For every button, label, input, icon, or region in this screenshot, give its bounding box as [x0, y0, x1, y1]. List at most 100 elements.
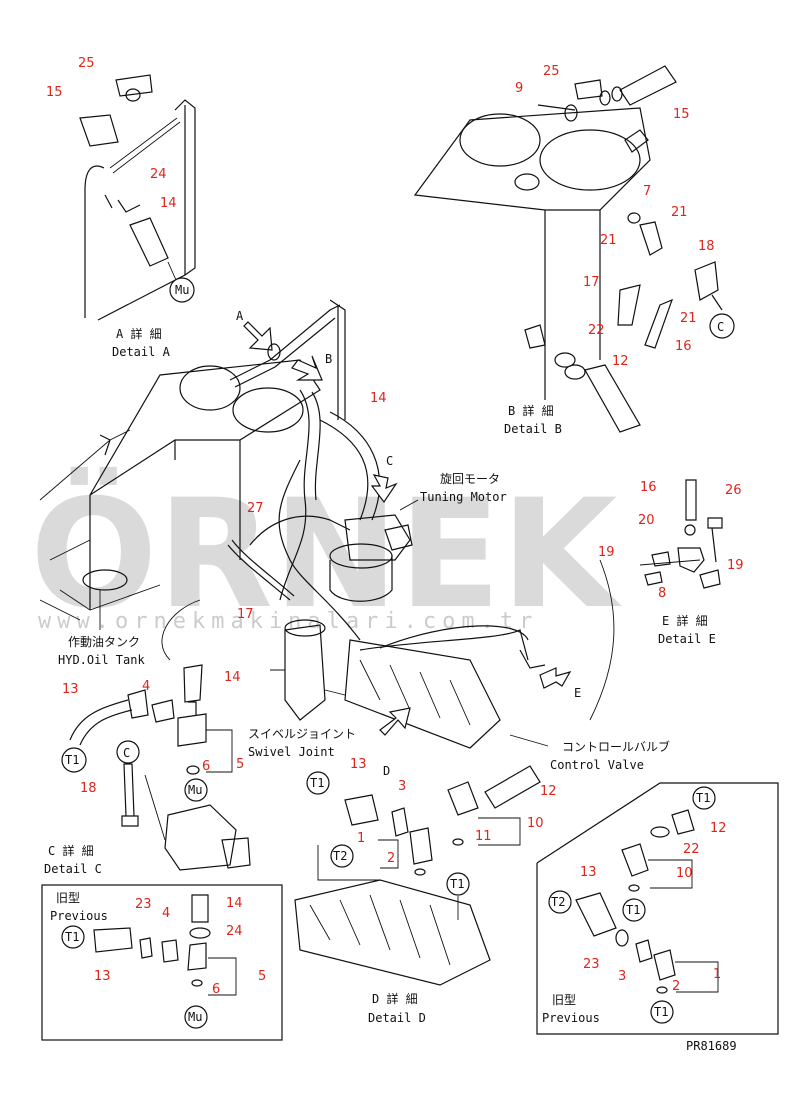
tag-t2-d: T2: [333, 849, 347, 863]
part-number-27: 27: [247, 501, 264, 516]
part-number-1d: 1: [357, 831, 365, 846]
part-number-16e: 16: [640, 480, 657, 495]
part-number-24p: 24: [226, 924, 243, 939]
part-number-14: 14: [160, 196, 177, 211]
tag-mu-c: Mu: [188, 783, 202, 797]
detail-c-title-jp: C 詳 細: [48, 843, 94, 858]
part-number-24: 24: [150, 167, 167, 182]
part-number-2p: 2: [672, 979, 680, 994]
part-number-4c: 4: [142, 679, 150, 694]
view-letter-d: D: [383, 764, 390, 778]
part-number-23p: 23: [135, 897, 152, 912]
part-number-22p: 22: [683, 842, 700, 857]
part-number-10p: 10: [676, 866, 693, 881]
view-letter-e: E: [574, 686, 581, 700]
part-number-14c: 14: [224, 670, 241, 685]
previous-d-label-en: Previous: [542, 1011, 600, 1025]
part-number-26: 26: [725, 483, 742, 498]
turning-motor-label-en: Tuning Motor: [420, 490, 507, 504]
part-number-7: 7: [643, 184, 651, 199]
drawing-code: PR81689: [686, 1039, 737, 1053]
part-number-25: 25: [78, 56, 95, 71]
part-number-20: 20: [638, 513, 655, 528]
part-number-17b: 17: [583, 275, 600, 290]
detail-b-title-jp: B 詳 細: [508, 403, 554, 418]
part-number-3d: 3: [398, 779, 406, 794]
part-number-5p: 5: [258, 969, 266, 984]
watermark: ÖRNEK www.ornekmakinalari.com.tr: [30, 466, 622, 642]
detail-e-title-jp: E 詳 細: [662, 613, 708, 628]
tag-t1-d1: T1: [310, 776, 324, 790]
previous-c-box: 旧型 Previous T1 Mu 23 4 14 24 5 6 13: [41, 884, 283, 1041]
tag-c-c: C: [123, 746, 130, 760]
part-number-14-main: 14: [370, 391, 387, 406]
part-number-18c: 18: [80, 781, 97, 796]
detail-b-title-en: Detail B: [504, 422, 562, 436]
view-letter-a: A: [236, 309, 244, 323]
part-number-18b: 18: [698, 239, 715, 254]
part-number-5c: 5: [236, 757, 244, 772]
part-number-10d: 10: [527, 816, 544, 831]
part-number-13c: 13: [62, 682, 79, 697]
swivel-joint-label-jp: スイベルジョイント: [248, 727, 356, 741]
part-number-13d: 13: [350, 757, 367, 772]
watermark-brand: ÖRNEK: [30, 466, 622, 642]
part-number-13pd: 13: [580, 865, 597, 880]
tag-c-b: C: [717, 320, 724, 334]
part-number-21c: 21: [680, 311, 697, 326]
part-number-12b: 12: [612, 354, 629, 369]
part-number-13p: 13: [94, 969, 111, 984]
tag-t1-c: T1: [65, 753, 79, 767]
part-number-14p: 14: [226, 896, 243, 911]
detail-c-view: T1 C Mu 13 4 14 5 6 18 C 詳 細 Detail C: [44, 664, 251, 876]
part-number-25b: 25: [543, 64, 560, 79]
turning-motor-label-jp: 旋回モータ: [440, 472, 500, 486]
detail-a-title-jp: A 詳 細: [116, 326, 162, 341]
part-number-11d: 11: [475, 829, 492, 844]
previous-c-label-en: Previous: [50, 909, 108, 923]
detail-d-view: T1 T1 T2 13 3 12 10 11 1 2 D 詳 細 Detail …: [294, 757, 557, 1025]
part-number-3p: 3: [618, 969, 626, 984]
tag-t1-p2: T1: [626, 903, 640, 917]
part-number-6c: 6: [202, 759, 210, 774]
swivel-joint-label-en: Swivel Joint: [248, 745, 335, 759]
tag-mu-prev: Mu: [188, 1010, 202, 1024]
part-number-17-main: 17: [237, 607, 254, 622]
part-number-4p: 4: [162, 906, 170, 921]
tag-t1-p3: T1: [654, 1005, 668, 1019]
detail-e-view: 16 26 20 19 8 E 詳 細 Detail E: [638, 479, 744, 646]
previous-d-label-jp: 旧型: [552, 993, 576, 1007]
part-number-22: 22: [588, 323, 605, 338]
part-number-19-main: 19: [598, 545, 615, 560]
detail-d-title-jp: D 詳 細: [372, 991, 418, 1006]
detail-a-view: Mu 25 15 24 14 A 詳 細 Detail A: [46, 56, 196, 359]
detail-c-title-en: Detail C: [44, 862, 102, 876]
control-valve-label-jp: コントロールバルブ: [562, 739, 670, 754]
tag-t1-prev: T1: [65, 930, 79, 944]
detail-e-title-en: Detail E: [658, 632, 716, 646]
control-valve-label-en: Control Valve: [550, 758, 644, 772]
part-number-15: 15: [46, 85, 63, 100]
part-number-1p: 1: [713, 967, 721, 982]
part-number-8: 8: [658, 586, 666, 601]
detail-d-title-en: Detail D: [368, 1011, 426, 1025]
tag-mu-a: Mu: [175, 283, 189, 297]
view-letter-c: C: [386, 454, 393, 468]
watermark-site: www.ornekmakinalari.com.tr: [38, 609, 538, 634]
tag-t2-p: T2: [551, 895, 565, 909]
part-number-12p: 12: [710, 821, 727, 836]
hyd-tank-label-jp: 作動油タンク: [68, 635, 140, 649]
part-number-19e: 19: [727, 558, 744, 573]
part-number-2d: 2: [387, 851, 395, 866]
hyd-tank-label-en: HYD.Oil Tank: [58, 653, 145, 667]
part-number-21b: 21: [600, 233, 617, 248]
part-number-16b: 16: [675, 339, 692, 354]
previous-c-label-jp: 旧型: [56, 891, 80, 905]
part-number-6p: 6: [212, 982, 220, 997]
detail-a-title-en: Detail A: [112, 345, 171, 359]
tag-t1-d2: T1: [450, 877, 464, 891]
part-number-21a: 21: [671, 205, 688, 220]
tag-t1-p1: T1: [696, 791, 710, 805]
